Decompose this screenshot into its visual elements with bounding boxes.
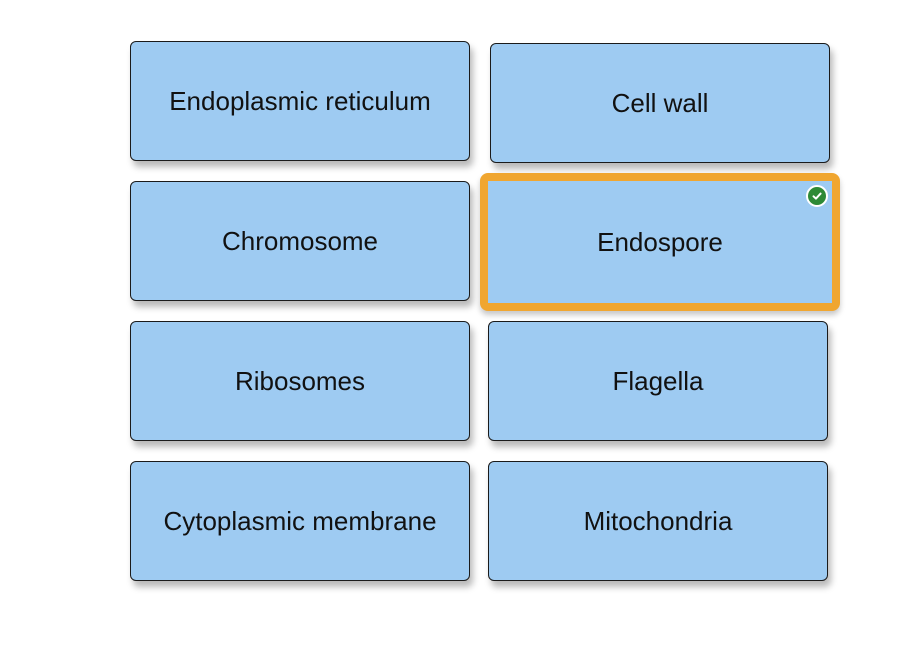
check-circle-icon bbox=[806, 185, 828, 207]
tile-endoplasmic-reticulum[interactable]: Endoplasmic reticulum bbox=[130, 41, 470, 161]
tile-label: Cell wall bbox=[611, 87, 709, 118]
tile-mitochondria[interactable]: Mitochondria bbox=[488, 461, 828, 581]
tile-label: Mitochondria bbox=[583, 505, 733, 536]
tile-cell-wall[interactable]: Cell wall bbox=[490, 43, 830, 163]
tile-label: Cytoplasmic membrane bbox=[163, 505, 437, 536]
tile-cytoplasmic-membrane[interactable]: Cytoplasmic membrane bbox=[130, 461, 470, 581]
tile-endospore[interactable]: Endospore bbox=[480, 173, 840, 311]
tile-chromosome[interactable]: Chromosome bbox=[130, 181, 470, 301]
tile-ribosomes[interactable]: Ribosomes bbox=[130, 321, 470, 441]
tile-label: Ribosomes bbox=[234, 365, 366, 396]
tile-label: Flagella bbox=[612, 365, 704, 396]
tile-flagella[interactable]: Flagella bbox=[488, 321, 828, 441]
tile-label: Chromosome bbox=[221, 225, 379, 256]
tile-label: Endoplasmic reticulum bbox=[169, 85, 431, 116]
tile-label: Endospore bbox=[597, 226, 723, 257]
